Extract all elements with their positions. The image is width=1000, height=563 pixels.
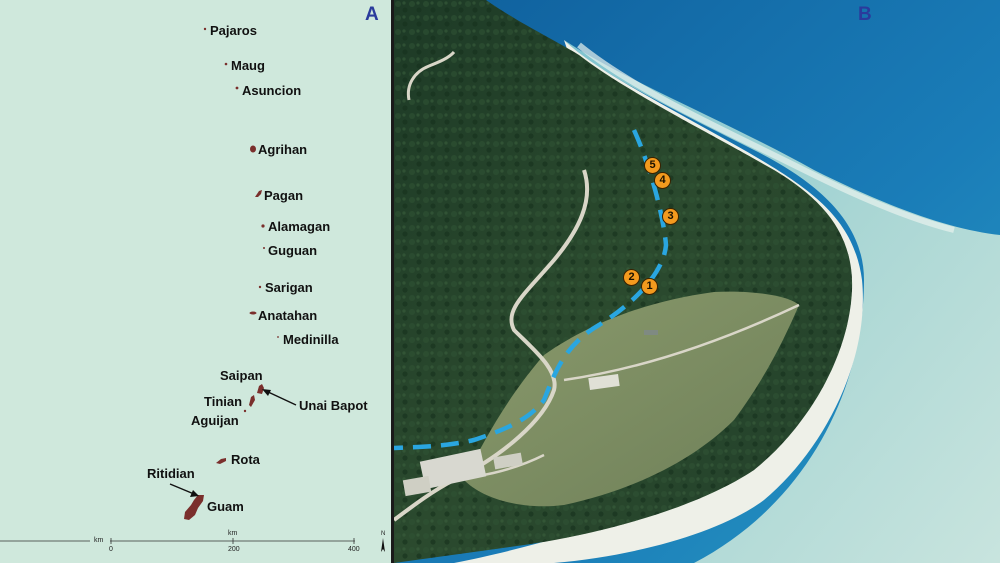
island-pagan [255, 190, 262, 197]
panel-label-b: B [858, 4, 872, 25]
site-marker-4: 4 [654, 172, 671, 189]
island-tinian [249, 395, 255, 407]
aerial-photo [394, 0, 1000, 563]
building-small-2 [493, 452, 523, 470]
road-field [563, 303, 800, 382]
reef-crest [577, 42, 955, 233]
scale-unit-left: km [94, 537, 104, 544]
label-rota: Rota [231, 452, 260, 467]
island-aguijan [243, 409, 247, 413]
island-pajaros [203, 27, 207, 31]
label-pagan: Pagan [264, 188, 304, 203]
building-large [419, 448, 487, 490]
panel-divider [391, 0, 394, 563]
island-agrihan [250, 145, 256, 153]
arrow-unai-bapot [262, 389, 297, 406]
label-aguijan: Aguijan [191, 413, 239, 428]
building-small-4 [644, 330, 658, 335]
label-sarigan: Sarigan [265, 280, 313, 295]
site-marker-2: 2 [623, 269, 640, 286]
road-upper [406, 50, 456, 101]
map-graphic [0, 27, 385, 552]
label-anatahan: Anatahan [258, 308, 318, 323]
north-arrow-icon [381, 538, 385, 552]
building-small-1 [588, 373, 620, 391]
label-asuncion: Asuncion [242, 83, 302, 98]
island-guam [184, 495, 204, 520]
scale-unit-top: km [228, 530, 238, 537]
panel-label-a: A [365, 4, 379, 25]
transect-line [394, 129, 669, 451]
island-alamagan [261, 224, 265, 228]
island-saipan [257, 384, 264, 394]
label-maug: Maug [231, 58, 265, 73]
label-medinilla: Medinilla [283, 332, 339, 347]
map-panel: A Pajaros Maug Asuncion Agrihan Pagan Al… [0, 0, 391, 563]
scale-tick-400: 400 [348, 546, 360, 553]
island-maug [224, 62, 228, 66]
island-medinilla [277, 336, 279, 338]
reef-flat [564, 40, 1000, 563]
island-guguan [263, 247, 265, 249]
label-guguan: Guguan [268, 243, 318, 258]
island-anatahan [249, 311, 257, 315]
label-guam: Guam [207, 499, 244, 514]
label-pajaros: Pajaros [210, 23, 257, 38]
label-unai-bapot: Unai Bapot [299, 398, 368, 413]
label-alamagan: Alamagan [268, 219, 331, 234]
scale-tick-200: 200 [228, 546, 240, 553]
island-sarigan [258, 285, 262, 289]
island-rota [216, 458, 226, 464]
site-marker-1: 1 [641, 278, 658, 295]
building-small-3 [402, 475, 432, 497]
label-tinian: Tinian [204, 394, 243, 409]
island-asuncion [235, 86, 239, 90]
label-ritidian: Ritidian [147, 466, 195, 481]
cleared-field [464, 291, 799, 507]
label-saipan: Saipan [220, 368, 263, 383]
arrow-ritidian [169, 483, 199, 497]
north-label: N [381, 531, 386, 537]
scale-bar [0, 538, 355, 544]
site-marker-3: 3 [662, 208, 679, 225]
site-marker-5: 5 [644, 157, 661, 174]
scale-tick-0: 0 [109, 546, 113, 553]
label-agrihan: Agrihan [258, 142, 308, 157]
aerial-photo-panel: B 1 2 3 4 5 [394, 0, 1000, 563]
